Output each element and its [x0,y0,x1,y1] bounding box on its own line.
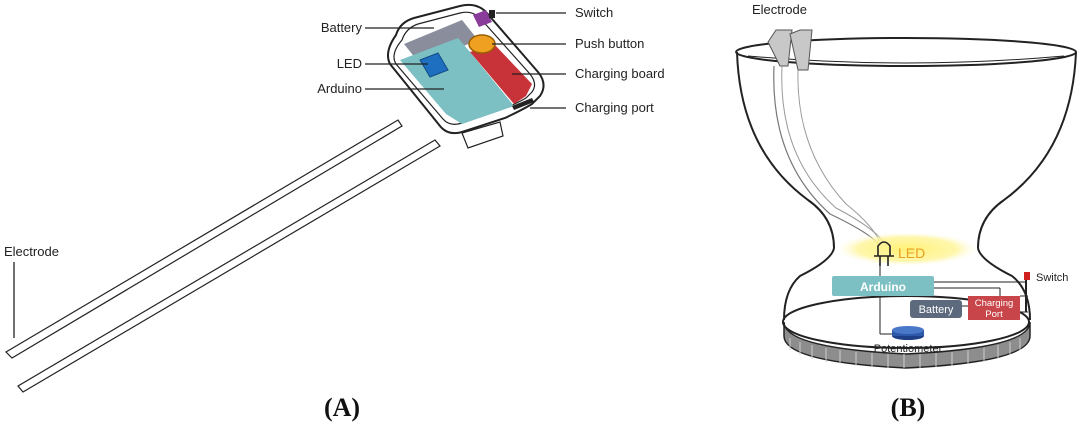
cup-body [735,37,1077,321]
charging-port-b [968,296,1020,320]
label-push-button: Push button [575,36,644,51]
label-electrode-a: Electrode [4,244,59,259]
label-switch-b: Switch [1036,272,1068,284]
push-button-disc [468,34,496,54]
switch-b [1024,272,1030,312]
led-glow [836,232,978,266]
label-potentiometer: Potentiometer [874,343,943,355]
label-charging-board: Charging board [575,66,665,81]
label-electrode-b: Electrode [752,2,807,17]
label-arduino: Arduino [317,81,362,96]
label-led-b: LED [898,245,925,261]
device-body [387,3,545,149]
led-symbol [874,241,894,266]
label-led: LED [337,56,362,71]
label-charging-port-b-1: Charging [975,298,1014,309]
label-arduino-b: Arduino [860,280,906,294]
label-charging-port-b-2: Port [985,309,1003,320]
potentiometer [892,326,924,340]
caption-a: (A) [324,393,360,422]
leader-lines-a [13,12,566,338]
label-switch: Switch [575,5,613,20]
battery-b [910,300,962,318]
electrode-rods [5,119,441,393]
label-battery: Battery [321,20,363,35]
label-charging-port: Charging port [575,100,654,115]
arduino-board-b [832,276,934,296]
caption-b: (B) [891,393,926,422]
panel-b: LED Arduino Battery Charging Port Swit [735,2,1077,422]
led-block [419,52,449,78]
charging-board-block [470,44,532,104]
switch-block [473,10,492,27]
charging-port-slot [512,98,534,110]
panel-a: Battery LED Arduino Switch Push button C… [4,3,665,422]
label-battery-b: Battery [919,304,954,316]
